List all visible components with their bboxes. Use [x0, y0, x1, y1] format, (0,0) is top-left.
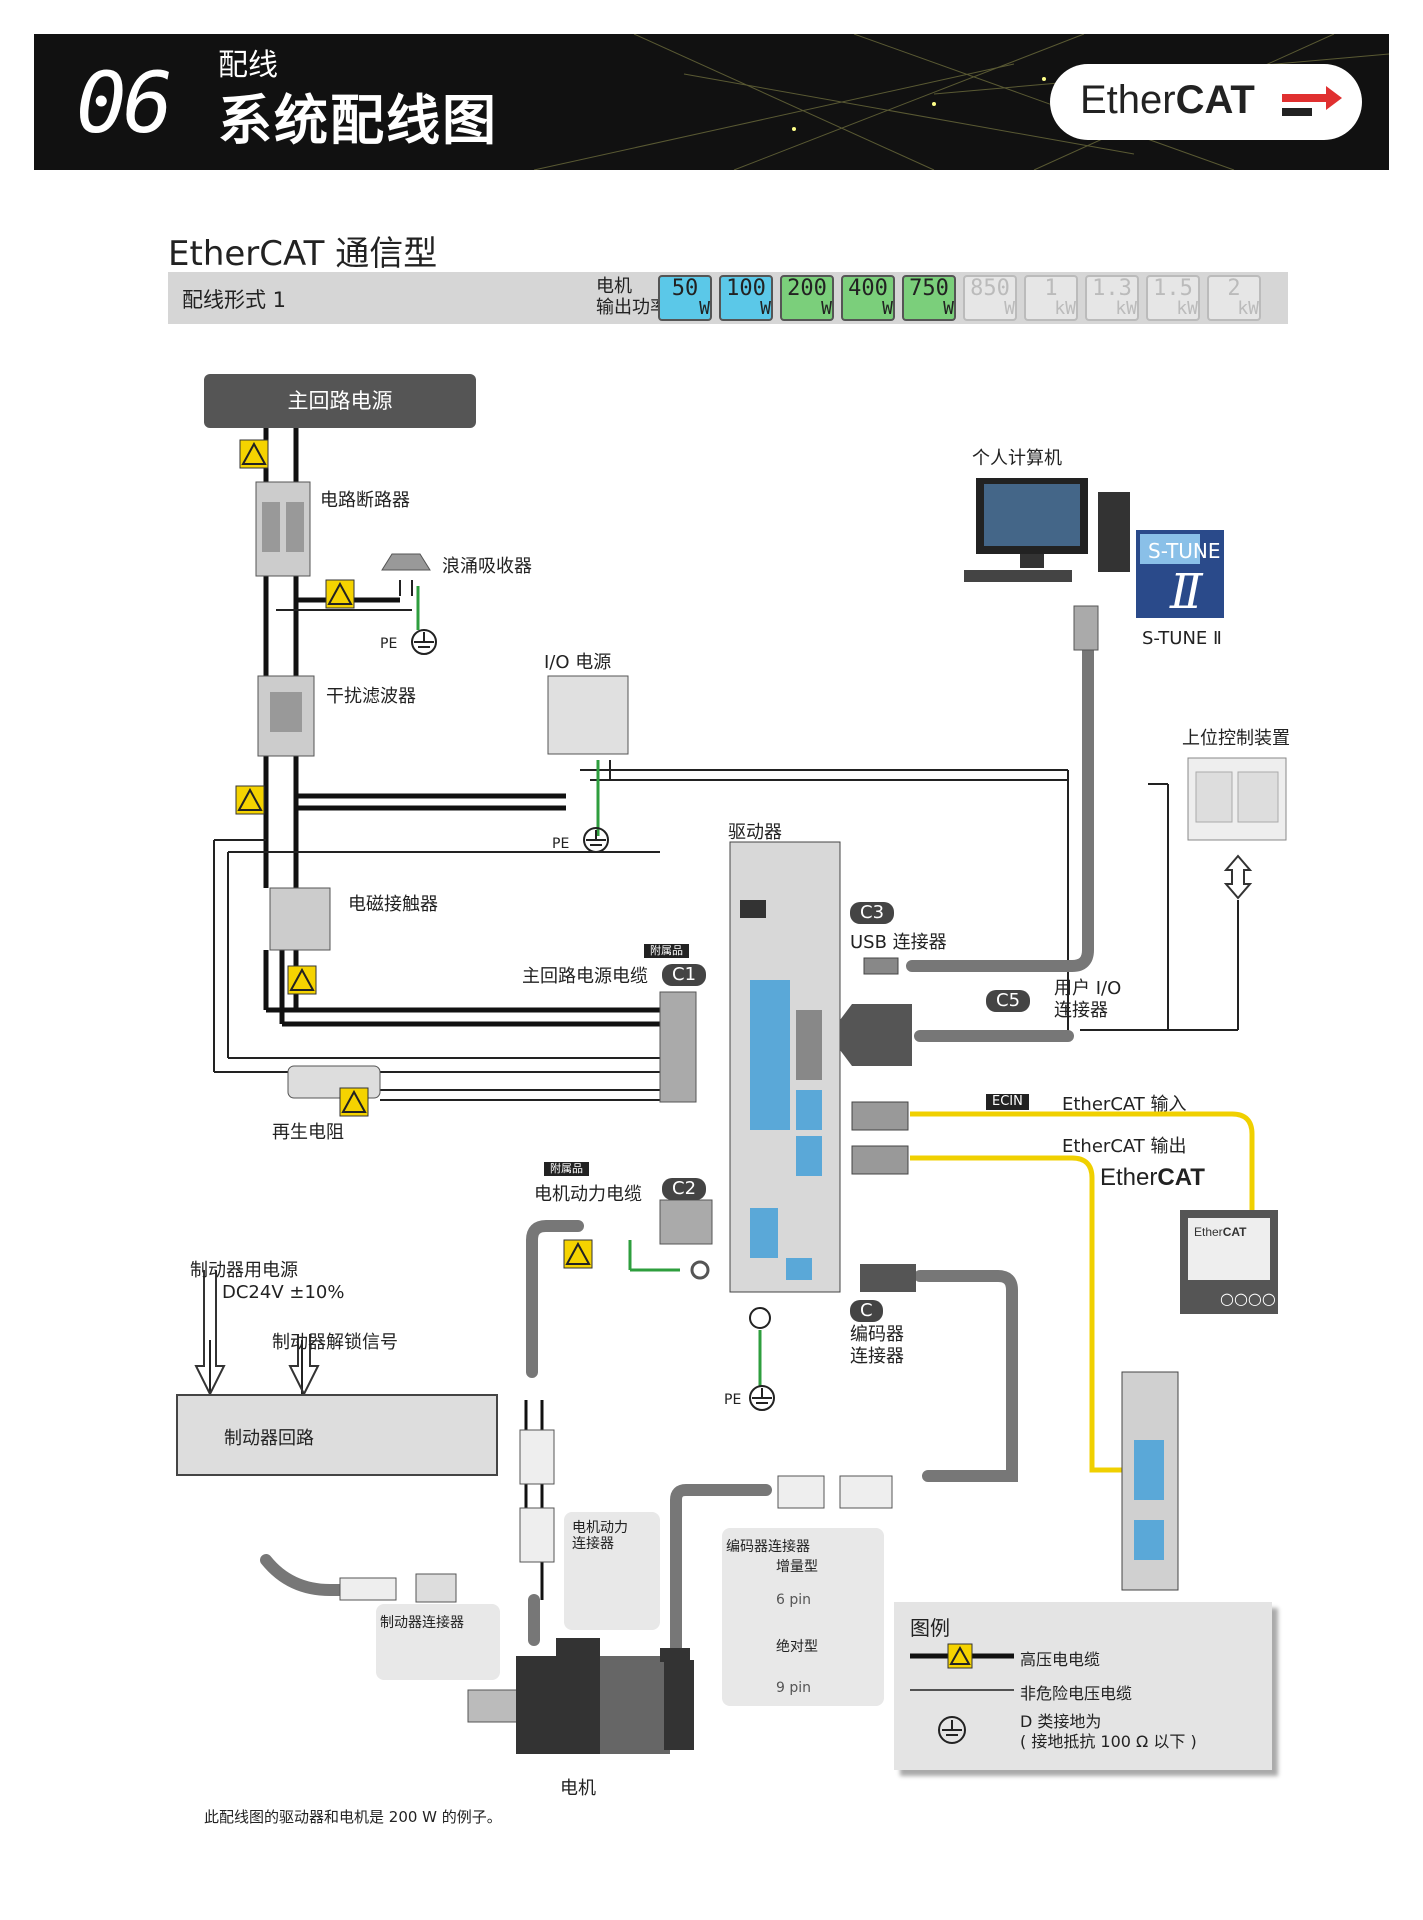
brake-connector-note: 制动器连接器	[376, 1604, 500, 1680]
regen-label: 再生电阻	[272, 1122, 344, 1143]
usb-label: USB 连接器	[850, 932, 947, 953]
io-power-unit	[547, 675, 629, 755]
pe-label-2: PE	[552, 836, 570, 852]
servo-driver	[729, 841, 841, 1293]
ethercat-master-hmi: EtherCAT ○○○○	[1180, 1210, 1278, 1314]
surge-absorber-label: 浪涌吸收器	[442, 556, 532, 577]
grey-cables	[260, 644, 1094, 1686]
brake-release-label: 制动器解锁信号	[272, 1332, 398, 1353]
legend-low-voltage: 非危险电压电缆	[1020, 1684, 1133, 1703]
stune-software-box: S-TUNE Ⅱ	[1136, 530, 1224, 620]
accessory-tag-2: 附属品	[544, 1162, 589, 1176]
ethercat-in-plug	[851, 1101, 909, 1131]
chapter-subtitle: 配线	[218, 48, 278, 83]
encoder-c-tag: C	[850, 1300, 883, 1322]
circuit-breaker	[255, 481, 311, 577]
ethercat-small-logo: EtherCAT	[1100, 1164, 1205, 1191]
stune-box-numeral: Ⅱ	[1169, 564, 1204, 620]
wiring-form-label: 配线形式 1	[182, 288, 287, 312]
usb-plug	[863, 957, 899, 975]
personal-computer	[964, 478, 1130, 582]
encoder-connector-label: 编码器连接器	[850, 1324, 904, 1367]
user-io-plug	[840, 1004, 912, 1066]
encoder-plug	[860, 1264, 916, 1292]
pe-label-3: PE	[724, 1392, 742, 1408]
ethercat-out-plug	[851, 1145, 909, 1175]
c1-tag: C1	[662, 964, 707, 986]
ethercat-arrow-icon	[1282, 86, 1342, 116]
c2-tag: C2	[662, 1178, 707, 1200]
main-cable-label: 主回路电源电缆	[522, 966, 648, 987]
brake-circuit-label: 制动器回路	[224, 1428, 314, 1449]
high-voltage-wires	[263, 428, 660, 1027]
legend-title: 图例	[910, 1616, 950, 1640]
motor-label: 电机	[560, 1778, 596, 1799]
motor-cable-label: 电机动力电缆	[534, 1184, 642, 1205]
pc-label: 个人计算机	[972, 448, 1062, 469]
motor-power-connector-note: 电机动力连接器	[564, 1512, 660, 1630]
section-title: EtherCAT 通信型	[168, 234, 438, 274]
chapter-number: 06	[76, 54, 173, 152]
noise-filter	[257, 675, 315, 757]
stune-box-title: S-TUNE	[1148, 539, 1221, 563]
second-servo-driver	[1121, 1371, 1179, 1591]
ground-symbols	[411, 629, 775, 1411]
brake-circuit-box: 制动器回路	[176, 1394, 498, 1476]
chapter-title: 系统配线图	[218, 89, 498, 152]
footnote: 此配线图的驱动器和电机是 200 W 的例子。	[204, 1808, 502, 1826]
main-power-source: 主回路电源	[204, 374, 476, 428]
legend-high-voltage: 高压电电缆	[1020, 1650, 1101, 1669]
surge-absorber	[381, 553, 431, 571]
noise-filter-label: 干扰滤波器	[326, 686, 416, 707]
pe-label-1: PE	[380, 636, 398, 652]
header-banner: 06 配线 系统配线图 EtherCAT	[34, 34, 1389, 170]
io-power-label: I/O 电源	[544, 652, 612, 673]
legend-symbols	[910, 1643, 1014, 1744]
legend-ground: D 类接地为( 接地抵抗 100 Ω 以下 )	[1020, 1712, 1197, 1751]
ecin-tag: ECIN	[986, 1094, 1029, 1110]
ethercat-in-label: EtherCAT 输入	[1062, 1094, 1187, 1115]
stune-label: S-TUNE Ⅱ	[1142, 628, 1222, 649]
accessory-tag-1: 附属品	[644, 944, 689, 958]
ethercat-logo-text: EtherCAT	[1080, 78, 1255, 122]
servo-motor	[467, 1638, 694, 1754]
regenerative-resistor	[287, 1065, 381, 1099]
c3-tag: C3	[850, 902, 895, 924]
breaker-label: 电路断路器	[320, 490, 410, 511]
encoder-connector-note: 编码器连接器 增量型 6 pin 绝对型 9 pin	[722, 1528, 884, 1706]
magnetic-contactor	[269, 887, 331, 951]
host-controller	[1187, 757, 1287, 900]
c5-tag: C5	[986, 990, 1031, 1012]
contactor-label: 电磁接触器	[348, 894, 438, 915]
hmi-logo-text: EtherCAT	[1194, 1225, 1247, 1239]
motor-output-label: 电机输出功率	[596, 276, 668, 318]
legend: 图例 高压电电缆 非危险电压电缆 D 类接地为( 接地抵抗 100 Ω 以下 )	[894, 1602, 1272, 1770]
ethercat-out-label: EtherCAT 输出	[1062, 1136, 1187, 1157]
driver-label: 驱动器	[728, 822, 782, 843]
ethercat-logo: EtherCAT	[1050, 64, 1362, 140]
hmi-buttons: ○○○○	[1220, 1289, 1276, 1308]
host-controller-label: 上位控制装置	[1182, 728, 1290, 749]
